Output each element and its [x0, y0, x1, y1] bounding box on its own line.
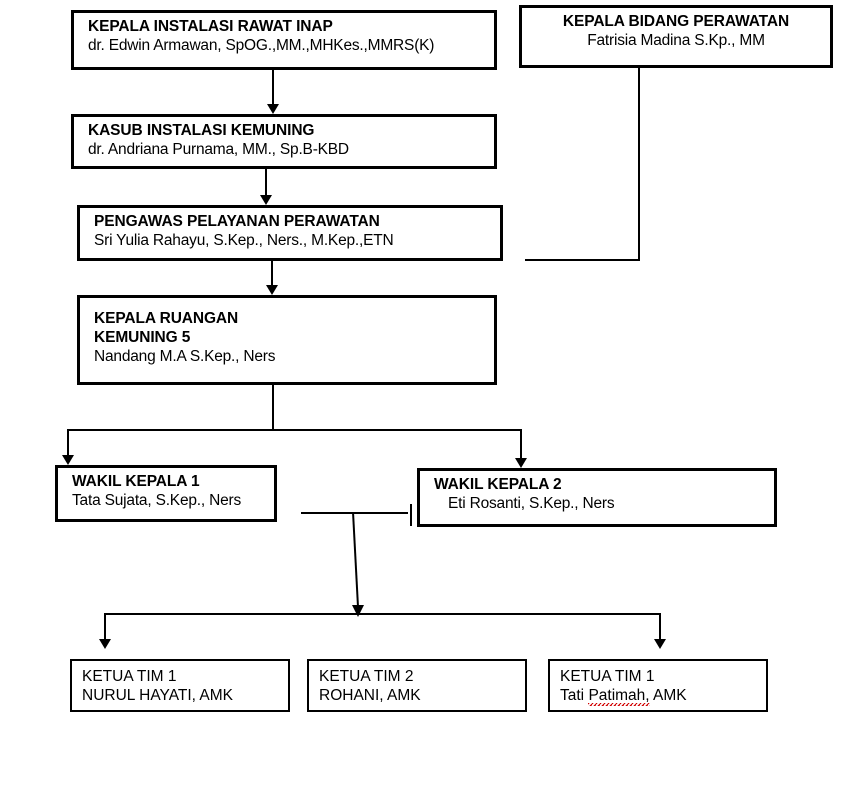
connector-bidang-horizontal: [525, 259, 640, 261]
node-person-name: Fatrisia Madina S.Kp., MM: [587, 31, 765, 49]
connector-bidang-vertical: [638, 68, 640, 261]
node-title: KEPALA INSTALASI RAWAT INAP: [88, 18, 333, 35]
node-person-name: Tata Sujata, S.Kep., Ners: [72, 491, 242, 509]
node-kepala-instalasi-rawat-inap[interactable]: KEPALA INSTALASI RAWAT INAP dr. Edwin Ar…: [71, 10, 497, 70]
arrowhead-kepala-ruangan: [266, 285, 278, 295]
node-ketua-tim-2[interactable]: KETUA TIM 2 ROHANI, AMK: [307, 659, 527, 712]
node-kepala-bidang-perawatan[interactable]: KEPALA BIDANG PERAWATAN Fatrisia Madina …: [519, 5, 833, 68]
node-title: KASUB INSTALASI KEMUNING: [88, 122, 315, 139]
arrowhead-wakil-1: [62, 455, 74, 465]
node-person-name: Nandang M.A S.Kep., Ners: [94, 347, 276, 365]
arrowhead-wakil-2: [515, 458, 527, 468]
name-prefix: Tati: [560, 686, 589, 704]
name-suffix: AMK: [649, 686, 687, 704]
connector-to-ketua-tim-3: [659, 613, 661, 639]
node-kasub-instalasi-kemuning[interactable]: KASUB INSTALASI KEMUNING dr. Andriana Pu…: [71, 114, 497, 169]
connector-rawatinap-to-kasub: [272, 70, 274, 104]
arrowhead-ketua-tim-3: [654, 639, 666, 649]
node-person-name: NURUL HAYATI, AMK: [82, 686, 234, 704]
node-wakil-kepala-2[interactable]: WAKIL KEPALA 2 Eti Rosanti, S.Kep., Ners: [417, 468, 777, 527]
node-wakil-kepala-1[interactable]: WAKIL KEPALA 1 Tata Sujata, S.Kep., Ners: [55, 465, 277, 522]
arrowhead-ketua-tim-1: [99, 639, 111, 649]
connector-ketua-distribution-bar: [104, 613, 661, 615]
node-person-name: Tati Patimah, AMK: [560, 686, 758, 706]
name-misspelled-word: Patimah,: [588, 686, 650, 706]
connector-wakil-distribution-bar: [67, 429, 522, 431]
node-title: KETUA TIM 1: [82, 668, 177, 685]
node-person-name: ROHANI, AMK: [319, 686, 421, 704]
node-person-name: dr. Edwin Armawan, SpOG.,MM.,MHKes.,MMRS…: [88, 36, 435, 54]
node-title: PENGAWAS PELAYANAN PERAWATAN: [94, 213, 380, 230]
connector-wakil2-side-tick: [410, 504, 412, 526]
connector-wakil-link-bar: [301, 512, 408, 514]
connector-pengawas-to-kepala-ruangan: [271, 261, 273, 286]
node-title: KEPALA BIDANG PERAWATAN: [562, 13, 790, 30]
node-person-name: Sri Yulia Rahayu, S.Kep., Ners., M.Kep.,…: [94, 231, 394, 249]
node-title-line-1: KEPALA RUANGAN: [94, 310, 239, 327]
connector-to-wakil-1: [67, 429, 69, 455]
node-ketua-tim-1-duplicate[interactable]: KETUA TIM 1 Tati Patimah, AMK: [548, 659, 768, 712]
node-title: WAKIL KEPALA 2: [434, 476, 562, 493]
connector-wakil-to-ketua-stem: [352, 511, 364, 617]
node-title-line-2: KEMUNING 5: [94, 328, 191, 346]
node-title: KETUA TIM 2: [319, 668, 414, 685]
connector-kepalaruangan-stem: [272, 385, 274, 430]
node-kepala-ruangan-kemuning-5[interactable]: KEPALA RUANGAN KEMUNING 5 Nandang M.A S.…: [77, 295, 497, 385]
connector-kasub-to-pengawas: [265, 169, 267, 195]
connector-to-ketua-tim-1: [104, 613, 106, 639]
connector-to-wakil-2: [520, 429, 522, 458]
node-person-name: dr. Andriana Purnama, MM., Sp.B-KBD: [88, 140, 349, 158]
node-title: WAKIL KEPALA 1: [72, 473, 200, 490]
node-pengawas-pelayanan-perawatan[interactable]: PENGAWAS PELAYANAN PERAWATAN Sri Yulia R…: [77, 205, 503, 261]
arrowhead-pengawas: [260, 195, 272, 205]
node-ketua-tim-1[interactable]: KETUA TIM 1 NURUL HAYATI, AMK: [70, 659, 290, 712]
arrowhead-kasub: [267, 104, 279, 114]
node-title: KETUA TIM 1: [560, 668, 655, 685]
node-person-name: Eti Rosanti, S.Kep., Ners: [448, 494, 615, 512]
